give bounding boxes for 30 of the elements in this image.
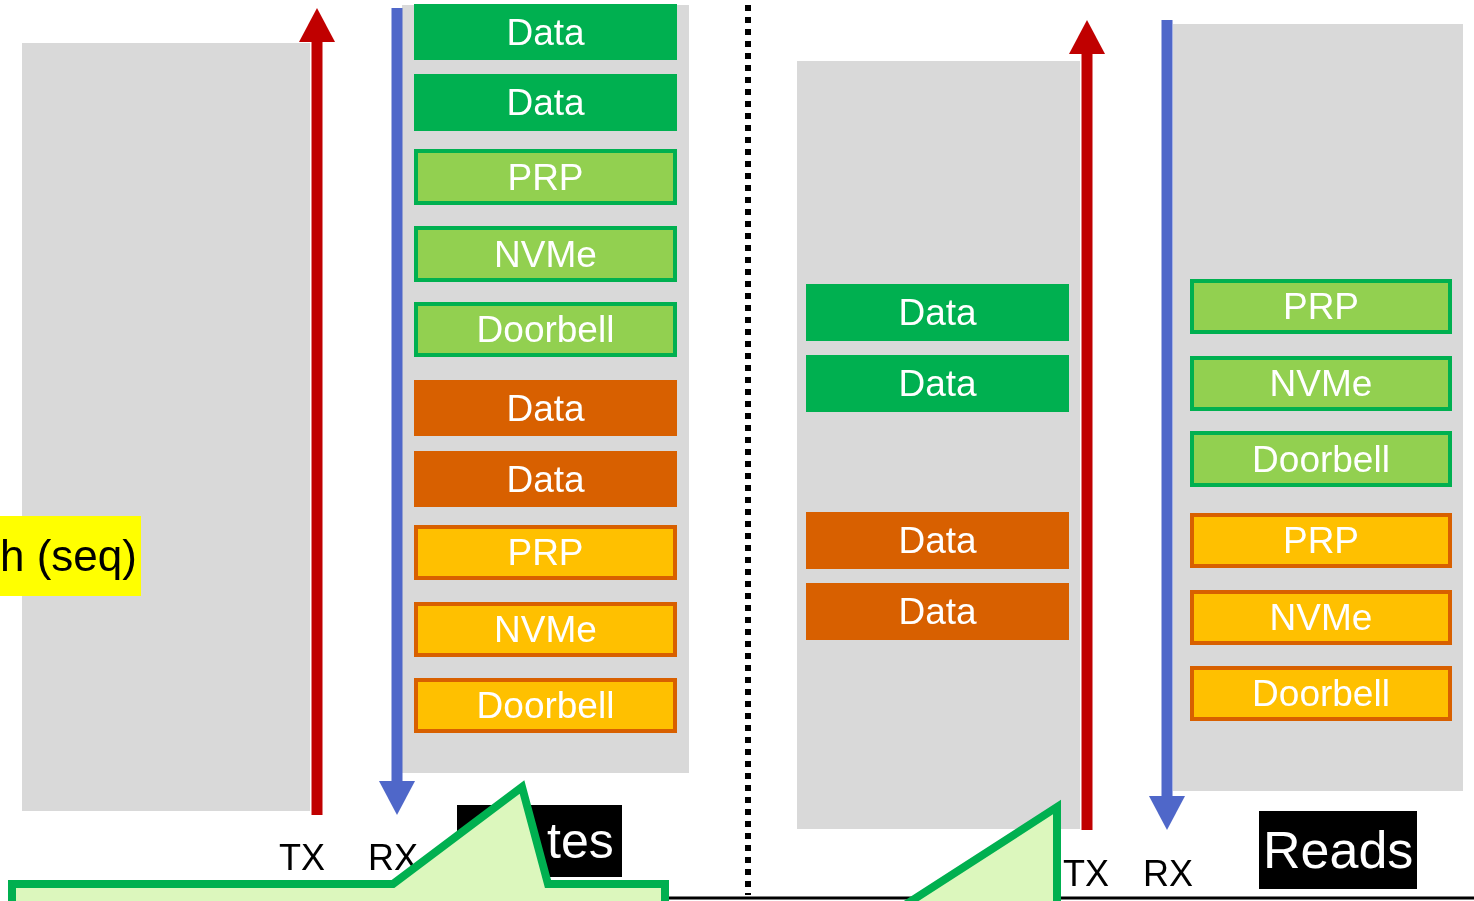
data-packet: Data [414, 380, 677, 436]
packet-box: NVMe [1190, 356, 1452, 411]
data-packet: Data [806, 583, 1069, 640]
axis-label: RX [1143, 856, 1193, 892]
panel-background [1173, 24, 1463, 791]
packet-box: PRP [414, 525, 677, 580]
panel-background [22, 43, 310, 811]
packet-box: Doorbell [414, 678, 677, 733]
data-packet: Data [806, 284, 1069, 341]
data-packet: Data [414, 451, 677, 507]
packet-box: PRP [1190, 513, 1452, 568]
packet-box: Doorbell [414, 302, 677, 357]
section-title: Reads [1259, 811, 1418, 889]
highlighted-label: h (seq) [0, 516, 141, 596]
data-packet: Data [414, 4, 677, 60]
packet-box: NVMe [414, 602, 677, 657]
data-packet: Data [806, 355, 1069, 412]
axis-label: RX [368, 840, 418, 876]
packet-box: NVMe [1190, 590, 1452, 645]
axis-label: TX [279, 840, 325, 876]
data-packet: Data [414, 74, 677, 131]
packet-box: Doorbell [1190, 431, 1452, 487]
packet-box: NVMe [414, 226, 677, 282]
axis-label: TX [1063, 856, 1109, 892]
data-packet: Data [806, 512, 1069, 569]
packet-box: PRP [1190, 279, 1452, 334]
panel-background [797, 61, 1080, 829]
packet-box: Doorbell [1190, 666, 1452, 721]
panel-background [402, 5, 689, 773]
packet-box: PRP [414, 149, 677, 205]
